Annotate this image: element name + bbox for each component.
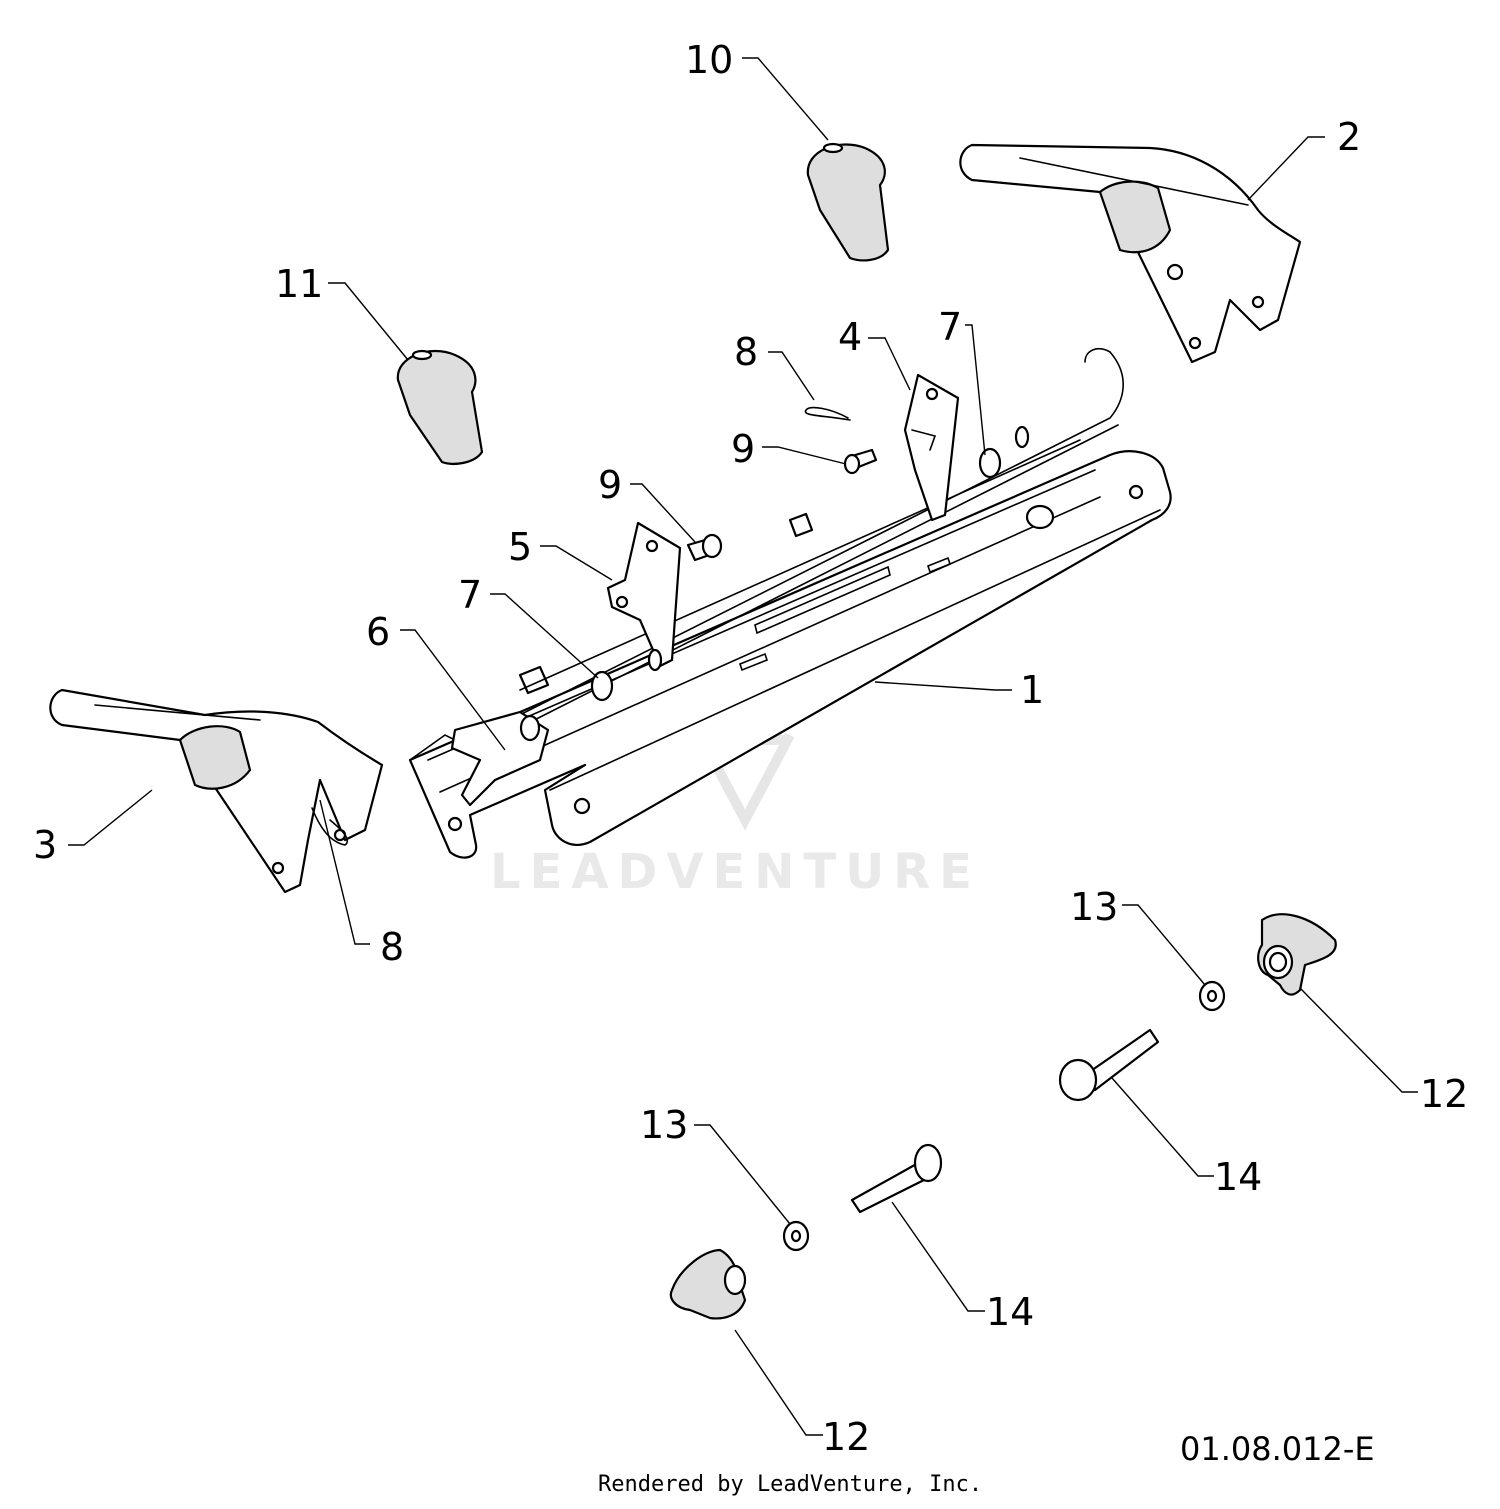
- drawing-id: 01.08.012-E: [1180, 1430, 1375, 1468]
- star-knob-part-12-lower[interactable]: [669, 1248, 747, 1320]
- carriage-bolt-part-14-upper[interactable]: [1058, 1028, 1160, 1102]
- handle-part-3[interactable]: [49, 688, 384, 894]
- pivot-part-6[interactable]: [450, 710, 550, 807]
- callout-2: 2: [1337, 115, 1361, 159]
- carriage-bolt-part-14-lower[interactable]: [850, 1143, 943, 1214]
- callout-1: 1: [1020, 668, 1044, 712]
- callout-13-upper: 13: [1070, 885, 1118, 929]
- callout-7-lower: 7: [458, 573, 482, 617]
- spacer-part-7-lower[interactable]: [590, 648, 663, 702]
- callout-8-lower: 8: [380, 925, 404, 969]
- callout-5: 5: [508, 525, 532, 569]
- bracket-part-4[interactable]: [903, 373, 960, 522]
- bolt-part-9-upper[interactable]: [843, 448, 878, 475]
- seat-rail-part-1[interactable]: [408, 348, 1172, 859]
- knob-part-11[interactable]: [396, 349, 484, 465]
- spacer-part-7-upper[interactable]: [978, 425, 1030, 479]
- leadventure-watermark-logo: LEADVENTURE: [490, 632, 981, 900]
- callout-leader-lines: [68, 57, 1418, 1436]
- callout-6: 6: [366, 610, 390, 654]
- hairpin-clip-part-8-upper[interactable]: [804, 406, 851, 421]
- hairpin-clip-part-8-lower[interactable]: [311, 807, 349, 846]
- callout-8-upper: 8: [734, 330, 758, 374]
- watermark-text: LEADVENTURE: [490, 844, 981, 900]
- callout-labels: 10 2 11 8 4 7 9 9 5 7 6 1 3 8 13 12 14 1…: [33, 38, 1468, 1459]
- callout-14-lower: 14: [986, 1290, 1034, 1334]
- handle-part-2[interactable]: [959, 143, 1302, 364]
- knob-part-10[interactable]: [806, 142, 890, 262]
- callout-12-upper: 12: [1420, 1072, 1468, 1116]
- callout-14-upper: 14: [1214, 1155, 1262, 1199]
- bracket-part-5[interactable]: [606, 521, 682, 668]
- callout-9-upper: 9: [731, 427, 755, 471]
- callout-12-lower: 12: [822, 1415, 870, 1459]
- callout-10: 10: [685, 38, 733, 82]
- star-knob-part-12-upper[interactable]: [1257, 913, 1337, 996]
- callout-3: 3: [33, 823, 57, 867]
- callout-4: 4: [838, 315, 862, 359]
- washer-part-13-lower[interactable]: [782, 1220, 810, 1252]
- callout-7-upper: 7: [938, 305, 962, 349]
- callout-11: 11: [275, 262, 323, 306]
- callout-13-lower: 13: [640, 1103, 688, 1147]
- bolt-part-9-lower[interactable]: [686, 533, 723, 562]
- washer-part-13-upper[interactable]: [1198, 980, 1226, 1012]
- callout-9-lower: 9: [598, 463, 622, 507]
- footer-credit: Rendered by LeadVenture, Inc.: [598, 1472, 982, 1497]
